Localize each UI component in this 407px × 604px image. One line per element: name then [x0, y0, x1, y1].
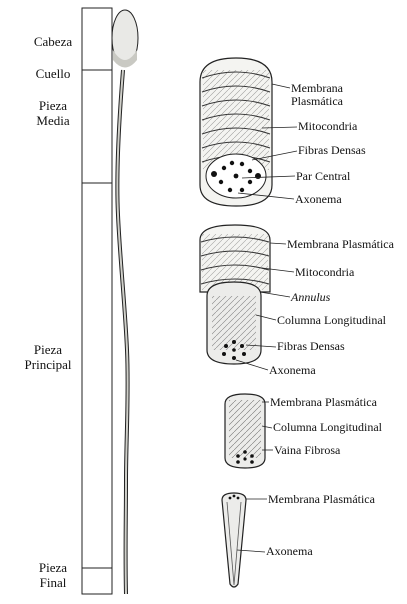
- segment-label-cabeza: Cabeza: [24, 34, 82, 49]
- label-axonema-media: Axonema: [295, 193, 342, 206]
- segment-scale-bar: [82, 8, 112, 594]
- label-annulus: Annulus: [291, 291, 330, 304]
- label-columna-longitudinal-principal: Columna Longitudinal: [273, 421, 382, 434]
- label-columna-longitudinal-annulus: Columna Longitudinal: [277, 314, 386, 327]
- segment-label-cuello: Cuello: [24, 66, 82, 81]
- label-mitocondria-media: Mitocondria: [298, 120, 357, 133]
- label-membrana-plasmatica-principal: Membrana Plasmática: [270, 396, 377, 409]
- label-fibras-densas-media: Fibras Densas: [298, 144, 366, 157]
- label-par-central: Par Central: [296, 170, 350, 183]
- label-membrana-plasmatica-final: Membrana Plasmática: [268, 493, 375, 506]
- label-fibras-densas-annulus: Fibras Densas: [277, 340, 345, 353]
- label-vaina-fibrosa: Vaina Fibrosa: [274, 444, 340, 457]
- end-piece-section: [222, 493, 267, 587]
- principal-piece-section: [225, 394, 273, 468]
- label-axonema-final: Axonema: [266, 545, 313, 558]
- midpiece-section: [200, 58, 297, 206]
- label-mitocondria-annulus: Mitocondria: [295, 266, 354, 279]
- sperm-cell: [112, 10, 138, 594]
- label-membrana-plasmatica-annulus: Membrana Plasmática: [287, 238, 394, 251]
- label-axonema-annulus: Axonema: [269, 364, 316, 377]
